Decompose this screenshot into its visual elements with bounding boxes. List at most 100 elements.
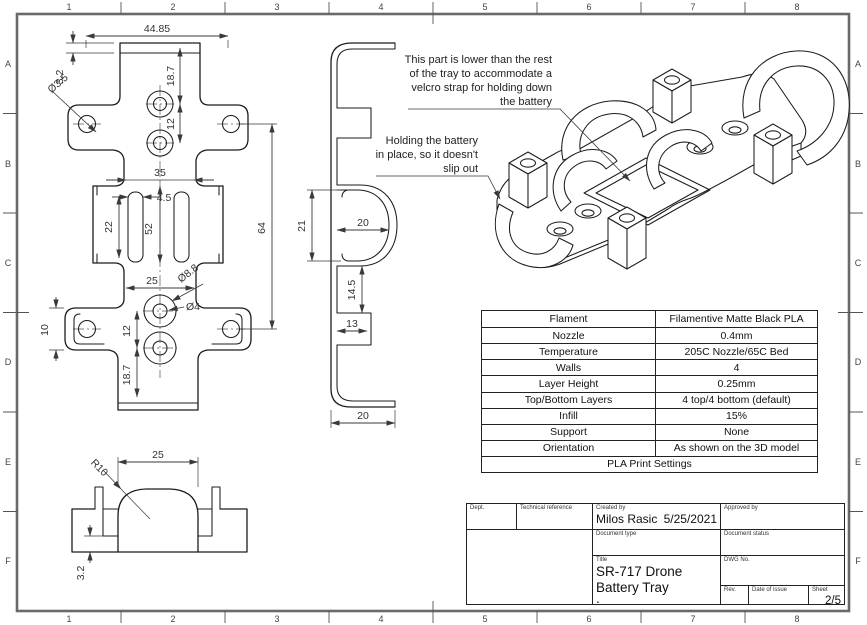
svg-text:C: C bbox=[855, 258, 862, 268]
svg-text:3: 3 bbox=[274, 614, 279, 624]
side-blocks bbox=[336, 107, 372, 346]
side-inner bbox=[336, 42, 396, 408]
note-velcro: This part is lower than the rest of the … bbox=[405, 54, 631, 182]
svg-text:64: 64 bbox=[256, 222, 268, 234]
svg-text:13: 13 bbox=[346, 318, 358, 330]
setting-label: Flament bbox=[482, 311, 656, 328]
svg-text:E: E bbox=[5, 457, 11, 467]
setting-value: 205C Nozzle/65C Bed bbox=[684, 345, 789, 358]
svg-text:C: C bbox=[5, 258, 12, 268]
svg-text:4: 4 bbox=[378, 614, 383, 624]
svg-text:3.2: 3.2 bbox=[54, 70, 66, 85]
iso-post-far bbox=[652, 68, 692, 124]
title-cell: Title SR-717 Drone Battery Tray . bbox=[592, 555, 721, 605]
table-row: Flament Filamentive Matte Black PLA bbox=[482, 311, 817, 328]
setting-label: Support bbox=[482, 424, 656, 440]
document-status-cell: Document status bbox=[720, 529, 845, 556]
created-date-value: 5/25/2021 bbox=[663, 512, 717, 526]
side-view: 21 20 14.5 13 20 bbox=[296, 42, 398, 428]
svg-text:12: 12 bbox=[121, 325, 133, 337]
svg-text:22: 22 bbox=[103, 221, 115, 233]
frame-row-labels-right: A B C D E F bbox=[855, 59, 862, 566]
setting-label: Orientation bbox=[482, 440, 656, 456]
drawing-title-line2: Battery Tray bbox=[596, 580, 669, 595]
svg-text:18.7: 18.7 bbox=[121, 365, 133, 386]
frame-ticks bbox=[3, 2, 863, 623]
svg-text:Ø3.5: Ø3.5 bbox=[46, 72, 71, 96]
svg-text:This part is lower than the re: This part is lower than the rest bbox=[405, 54, 552, 66]
iso-fin-far-left bbox=[561, 100, 657, 161]
svg-text:F: F bbox=[5, 556, 11, 566]
svg-text:F: F bbox=[855, 556, 861, 566]
setting-value: 15% bbox=[725, 410, 747, 423]
sheet-label: Sheet bbox=[812, 587, 828, 593]
title-label: Title bbox=[596, 557, 608, 563]
approved-by-cell: Approved by bbox=[720, 503, 845, 530]
frame-column-labels-top: 1 2 3 4 5 6 7 8 bbox=[66, 2, 799, 12]
svg-text:A: A bbox=[855, 59, 861, 69]
svg-text:18.7: 18.7 bbox=[165, 66, 177, 87]
svg-text:20: 20 bbox=[357, 410, 369, 422]
setting-value: None bbox=[723, 426, 750, 439]
setting-value: 0.4mm bbox=[720, 329, 753, 342]
svg-text:14.5: 14.5 bbox=[346, 280, 358, 301]
setting-label: Walls bbox=[482, 360, 656, 376]
iso-post-right bbox=[753, 123, 793, 185]
frame-row-labels-left: A B C D E F bbox=[5, 59, 12, 566]
front-ear-tabs bbox=[73, 313, 243, 345]
iso-fin-far-right bbox=[742, 50, 850, 166]
bottom-view: 25 R10 3.2 bbox=[71, 449, 248, 580]
setting-label: Top/Bottom Layers bbox=[482, 392, 656, 408]
svg-text:B: B bbox=[855, 159, 861, 169]
note-holding: Holding the battery in place, so it does… bbox=[376, 135, 501, 200]
document-type-cell: Document type bbox=[592, 529, 721, 556]
setting-value: 4 bbox=[733, 361, 740, 374]
side-clip-inner bbox=[336, 189, 390, 262]
svg-text:of the tray to accommodate a: of the tray to accommodate a bbox=[410, 68, 553, 80]
sheet-value: 2/5 bbox=[825, 595, 841, 605]
iso-fin-mid-left bbox=[552, 149, 618, 212]
svg-text:52: 52 bbox=[143, 223, 155, 235]
iso-fin-mid-right bbox=[646, 129, 713, 190]
svg-text:the battery: the battery bbox=[500, 96, 552, 108]
technical-reference-label: Technical reference bbox=[520, 505, 573, 511]
bottom-fingers bbox=[94, 486, 221, 537]
svg-text:B: B bbox=[5, 159, 11, 169]
svg-text:25: 25 bbox=[152, 449, 164, 461]
svg-text:slip out: slip out bbox=[443, 163, 478, 175]
front-cap-lines bbox=[117, 52, 201, 404]
svg-text:Holding the battery: Holding the battery bbox=[386, 135, 479, 147]
svg-text:8: 8 bbox=[794, 2, 799, 12]
created-by-label: Created by bbox=[596, 505, 626, 511]
front-view: 44.85 3.2 Ø3.5 18.7 12 35 22 52 4.5 25 bbox=[39, 23, 277, 411]
created-by-value: Milos Rasic bbox=[596, 512, 658, 526]
svg-text:21: 21 bbox=[296, 220, 308, 232]
iso-post-near bbox=[607, 206, 647, 270]
date-of-issue-cell: Date of issue bbox=[748, 585, 809, 605]
frame-column-labels-bottom: 1 2 3 4 5 6 7 8 bbox=[66, 614, 799, 624]
created-by-cell: Created by Milos Rasic 5/25/2021 bbox=[592, 503, 721, 530]
svg-text:1: 1 bbox=[66, 614, 71, 624]
note-holding-leader bbox=[376, 175, 501, 200]
svg-text:E: E bbox=[855, 457, 861, 467]
side-clip-hooks bbox=[341, 189, 349, 262]
setting-value: Filamentive Matte Black PLA bbox=[669, 313, 804, 326]
drawing-title-line3: . bbox=[596, 591, 600, 605]
front-outline bbox=[64, 42, 252, 411]
svg-text:10: 10 bbox=[39, 324, 51, 336]
svg-text:44.85: 44.85 bbox=[144, 23, 170, 35]
sheet-cell: Sheet 2/5 bbox=[808, 585, 845, 605]
svg-text:4.5: 4.5 bbox=[157, 192, 172, 204]
side-outer bbox=[330, 42, 396, 408]
side-clip-outer bbox=[336, 184, 398, 267]
svg-text:6: 6 bbox=[586, 614, 591, 624]
bottom-cradle-dome bbox=[117, 488, 199, 553]
svg-text:R10: R10 bbox=[88, 457, 110, 479]
svg-text:D: D bbox=[855, 357, 862, 367]
svg-text:4: 4 bbox=[378, 2, 383, 12]
dept-cell: Dept. bbox=[466, 503, 517, 530]
svg-text:3: 3 bbox=[274, 2, 279, 12]
svg-text:35: 35 bbox=[154, 167, 166, 179]
